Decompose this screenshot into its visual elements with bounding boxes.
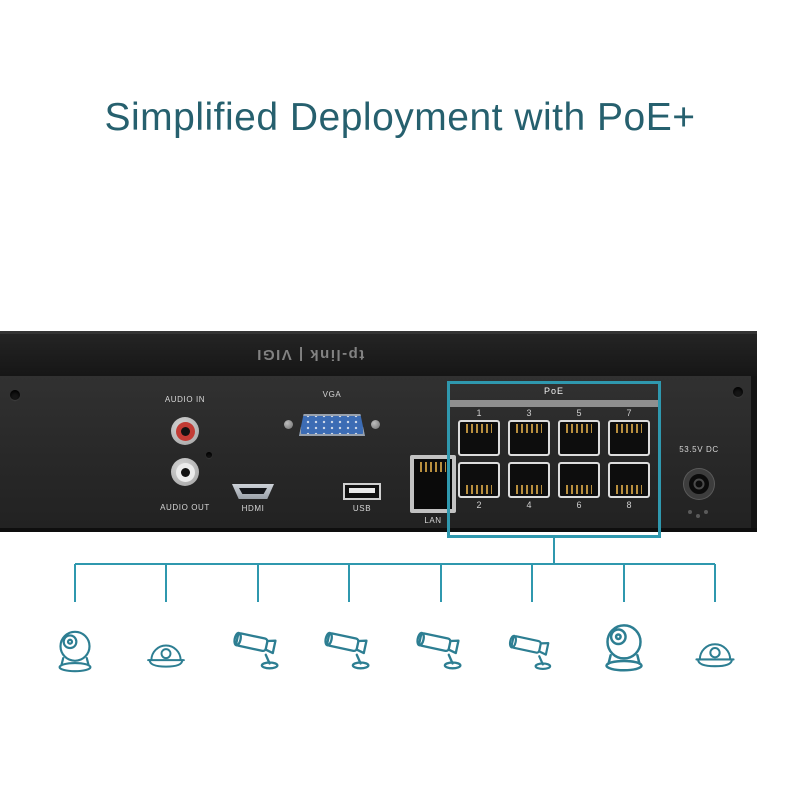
device-right-edge xyxy=(751,376,757,528)
bullet-camera-icon xyxy=(399,598,483,678)
poe-port-8 xyxy=(608,462,650,498)
poe-port-5 xyxy=(558,420,600,456)
poe-port-number: 2 xyxy=(476,500,482,510)
audio-in-port xyxy=(171,417,199,445)
rca-hole xyxy=(180,426,190,436)
vga-screw-icon xyxy=(371,420,380,429)
dc-power-jack xyxy=(684,469,714,499)
audio-out-label: AUDIO OUT xyxy=(160,503,210,512)
poe-port-number: 1 xyxy=(476,408,482,418)
turret-camera-icon xyxy=(33,598,117,678)
hdmi-port xyxy=(232,484,274,499)
device-face: AUDIO IN AUDIO OUT VGA HDMI USB LAN xyxy=(0,376,757,538)
poe-label: PoE xyxy=(543,386,564,396)
rca-red-ring xyxy=(175,421,195,441)
bullet-camera-icon xyxy=(490,598,574,678)
poe-port-6 xyxy=(558,462,600,498)
page-title: Simplified Deployment with PoE+ xyxy=(104,96,696,139)
screw-icon xyxy=(733,387,743,397)
bullet-camera-icon xyxy=(216,598,300,678)
poe-port-row-bottom xyxy=(450,462,658,498)
device-top-edge: tp-link | VIGI xyxy=(0,331,757,376)
poe-port-number: 3 xyxy=(526,408,532,418)
audio-out-port xyxy=(171,458,199,486)
poe-divider-bar xyxy=(450,400,658,407)
poe-port-numbers-top: 1 3 5 7 xyxy=(450,408,658,418)
screw-icon xyxy=(206,452,212,458)
usb-port xyxy=(343,483,381,500)
bullet-camera-icon xyxy=(307,598,391,678)
power-label: 53.5V DC xyxy=(679,445,719,454)
poe-port-2 xyxy=(458,462,500,498)
poe-port-number: 4 xyxy=(526,500,532,510)
poe-port-row-top xyxy=(450,420,658,456)
poe-port-4 xyxy=(508,462,550,498)
poe-port-7 xyxy=(608,420,650,456)
vga-screw-icon xyxy=(284,420,293,429)
nvr-rear-panel: tp-link | VIGI AUDIO IN AUDIO OUT VGA HD… xyxy=(0,331,757,538)
brand-logo: tp-link | VIGI xyxy=(255,346,365,363)
poe-highlight-box: PoE 1 3 5 7 xyxy=(447,381,661,538)
vga-label: VGA xyxy=(322,390,342,399)
dome-camera-icon xyxy=(673,598,757,678)
poe-port-1 xyxy=(458,420,500,456)
hdmi-label: HDMI xyxy=(241,504,265,513)
poe-port-number: 7 xyxy=(626,408,632,418)
lan-label: LAN xyxy=(424,516,442,525)
rca-hole xyxy=(180,467,190,477)
poe-port-numbers-bottom: 2 4 6 8 xyxy=(450,500,658,510)
vent-dot xyxy=(704,510,708,514)
poe-port-number: 8 xyxy=(626,500,632,510)
dome-camera-icon xyxy=(124,598,208,678)
audio-in-label: AUDIO IN xyxy=(164,395,206,404)
poe-port-number: 5 xyxy=(576,408,582,418)
usb-label: USB xyxy=(352,504,372,513)
vent-dot xyxy=(688,510,692,514)
vga-port xyxy=(299,414,365,436)
poe-port-3 xyxy=(508,420,550,456)
turret-camera-icon xyxy=(582,598,666,678)
rca-white-ring xyxy=(175,462,195,482)
poe-port-number: 6 xyxy=(576,500,582,510)
vent-dot xyxy=(696,514,700,518)
screw-icon xyxy=(10,390,20,400)
